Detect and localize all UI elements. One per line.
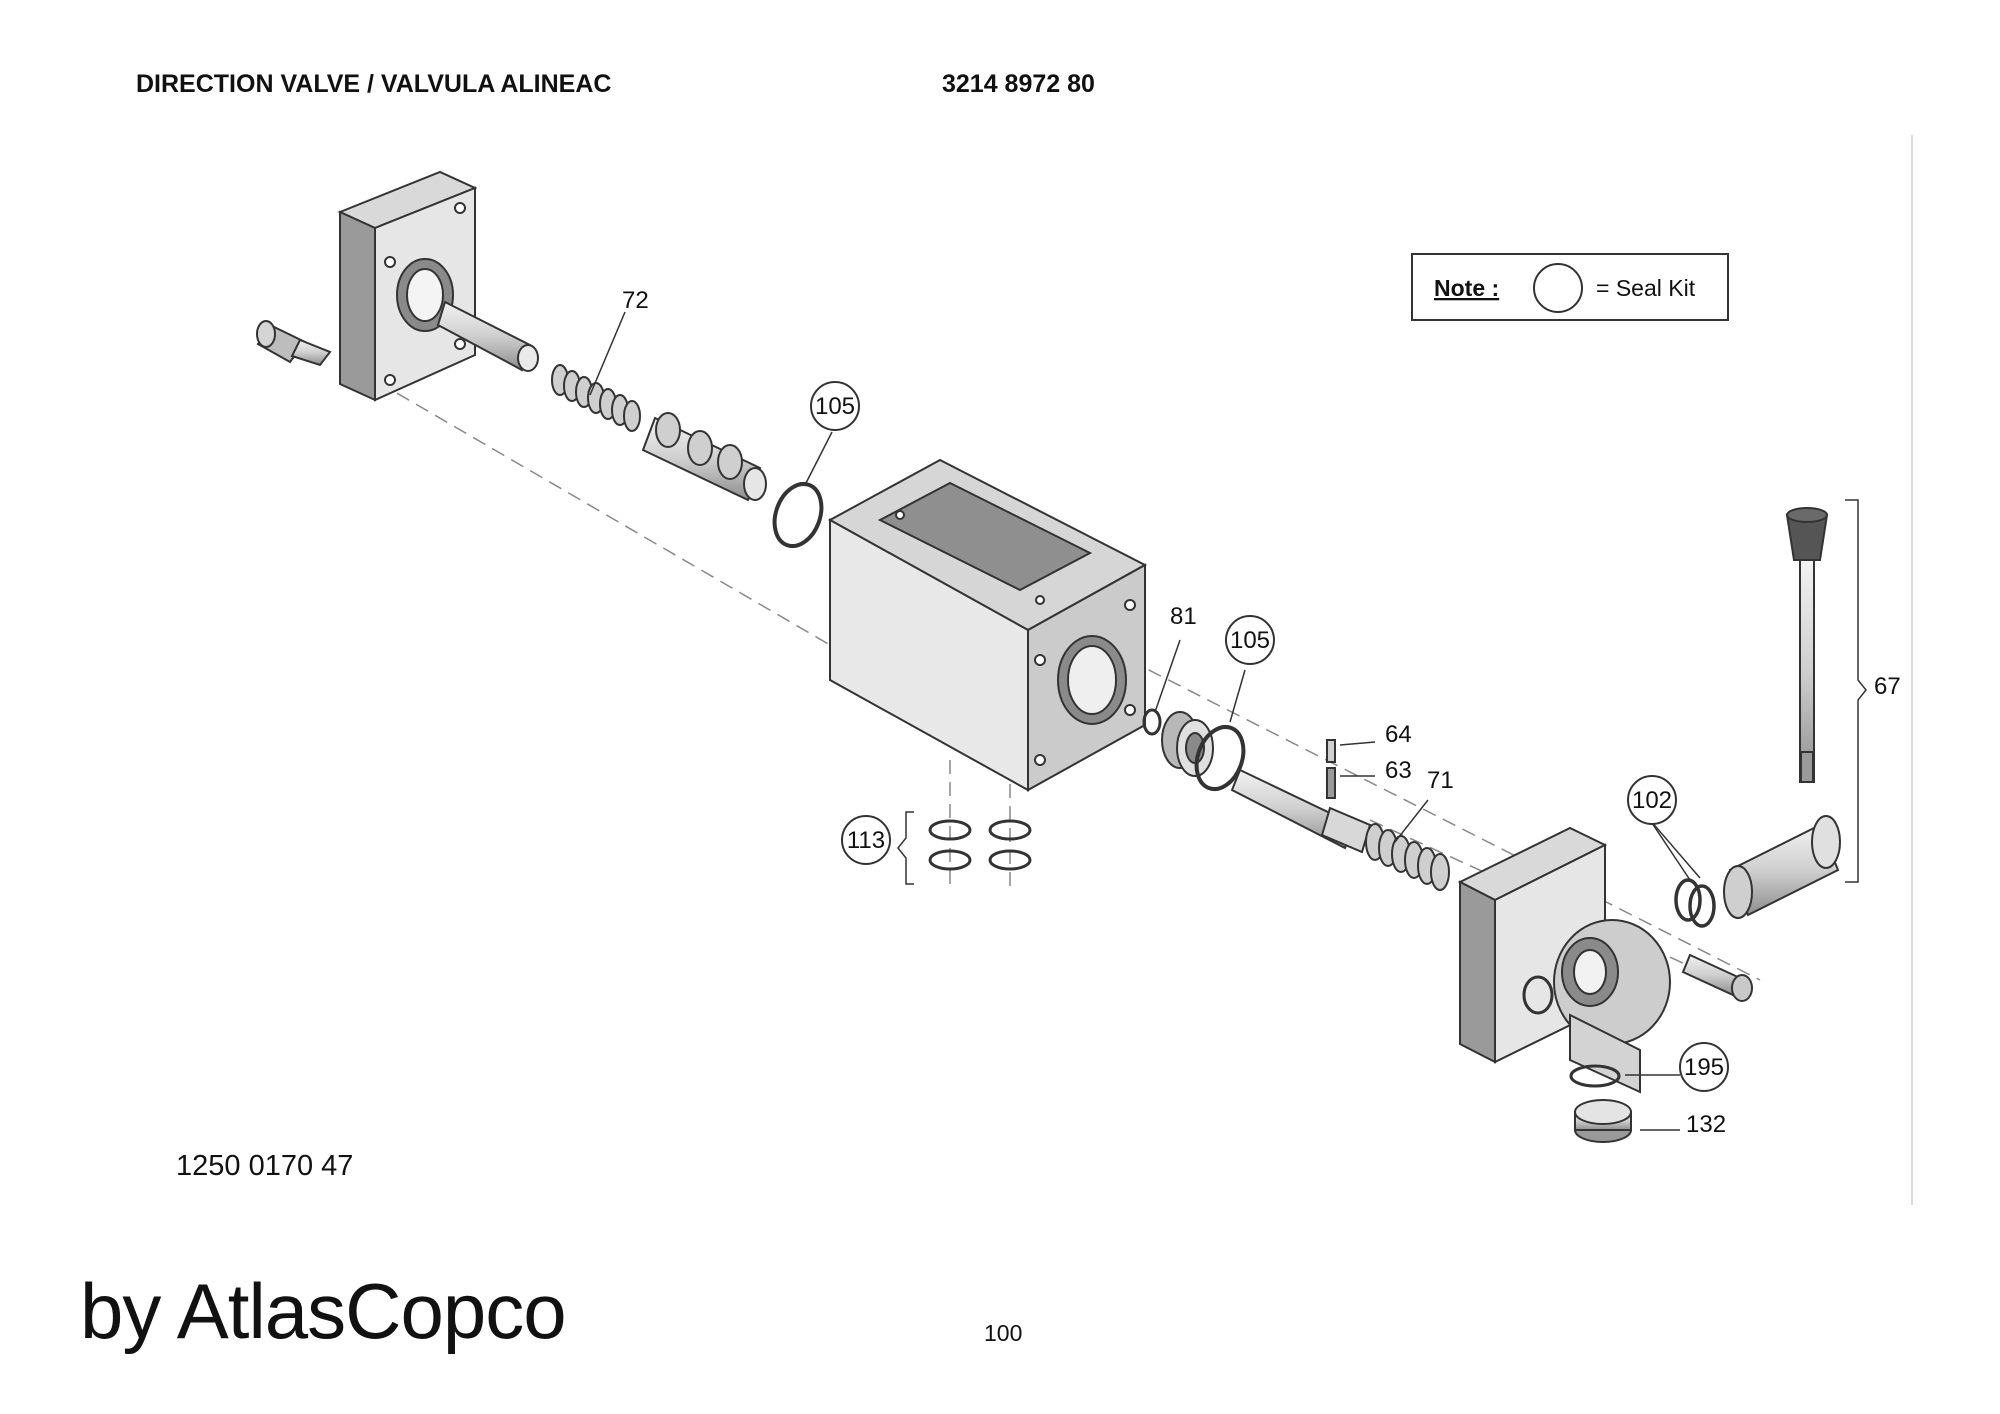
cover-shaft [436,300,539,372]
valve-body [827,458,1148,792]
label-63: 63 [1385,757,1412,784]
o-rings-102 [1674,878,1716,928]
handle-lever-67 [1785,507,1829,783]
label-67: 67 [1874,673,1901,700]
seal-kit-circle-102 [1627,775,1677,825]
bolt-right [1681,953,1753,1002]
spring-72 [551,364,641,432]
brand-watermark: by AtlasCopco [80,1267,567,1355]
label-72: 72 [622,287,649,314]
seal-kit-note: Note : = Seal Kit [1411,253,1729,321]
front-cover-housing [1457,826,1671,1094]
seal-kit-circle-113 [841,815,891,865]
seal-kit-circle-105-left [810,381,860,431]
valve-spool [641,412,767,502]
rear-cover-plate [337,170,478,402]
note-label: Note : [1434,275,1499,301]
label-64: 64 [1385,721,1412,748]
label-81: 81 [1170,603,1197,630]
leader-lines [589,311,1867,1131]
seal-ring-81 [1142,708,1162,736]
seal-kit-circle-195 [1679,1042,1729,1092]
bushing [1161,711,1214,777]
label-102: 102 [1632,787,1672,814]
seal-kit-legend-circle [1533,263,1583,313]
lever-shaft [1230,739,1372,854]
label-71: 71 [1427,767,1454,794]
note-text: = Seal Kit [1596,275,1696,301]
page-number: 100 [984,1320,1023,1346]
label-105-left: 105 [815,393,855,420]
plug-132 [1574,1099,1632,1143]
part-labels: 72 105 81 105 64 63 71 102 67 113 195 13… [622,287,1901,1138]
seal-195 [1569,1064,1621,1088]
o-ring-105-right [1194,725,1246,791]
bolt-left [256,320,332,367]
label-195: 195 [1684,1054,1724,1081]
lever-sleeve [1723,815,1841,919]
seal-kit-circle-105-right [1225,615,1275,665]
part-number: 3214 8972 80 [942,70,1095,98]
drawing-code: 1250 0170 47 [176,1150,354,1182]
page-title: DIRECTION VALVE / VALVULA ALINEAC [136,70,612,98]
seal-rings-113 [928,819,1032,871]
label-105-right: 105 [1230,627,1270,654]
label-132: 132 [1686,1111,1726,1138]
spring-71 [1365,823,1450,891]
o-ring-105-left [772,482,824,548]
label-113: 113 [847,827,885,854]
